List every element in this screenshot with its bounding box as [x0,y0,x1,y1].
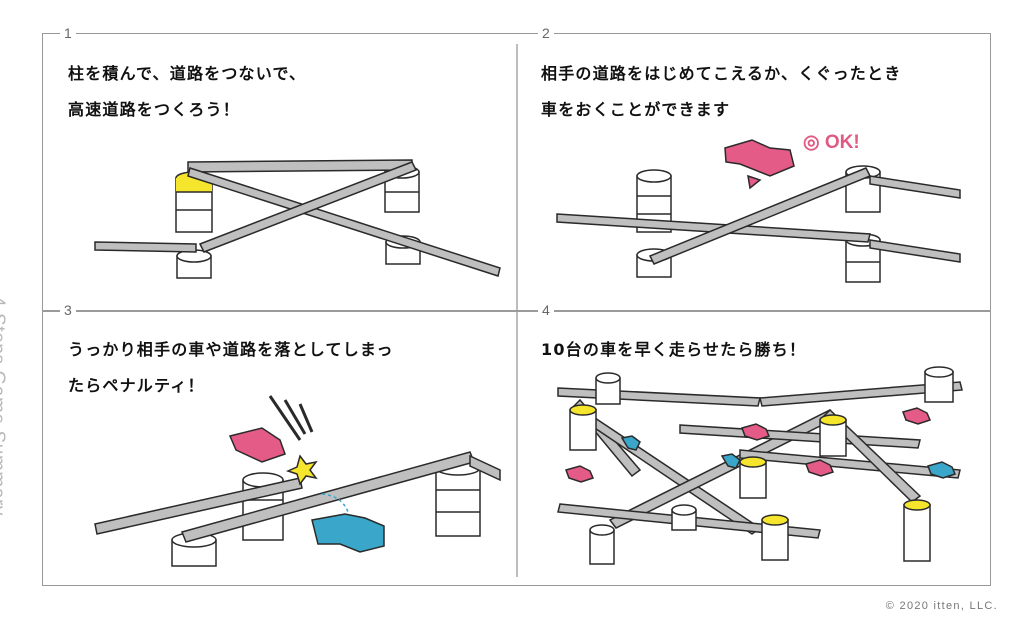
step-2-line-2: 車をおくことができます [541,100,731,119]
copyright: © 2020 itten, LLC. [885,600,998,612]
impact-star [285,454,318,486]
step-2-line-1: 相手の道路をはじめてこえるか、くぐったとき [541,64,902,83]
rail [94,159,501,277]
pillar [671,504,697,531]
pillar [903,499,931,562]
summary-frame [42,33,991,586]
pink-car [805,459,835,477]
pink-car [565,465,595,483]
blue-car [927,461,957,479]
blue-car [720,453,741,469]
pink-car [902,407,932,425]
horizontal-divider [42,310,991,312]
falling-blue-car [311,513,385,553]
pillar [595,372,621,405]
pillar [589,524,615,565]
pillar [924,366,954,403]
ok-label: ◎ OK! [803,132,860,153]
pillar [761,514,789,561]
blue-car [620,435,641,451]
step-3-line-2: たらペナルティ！ [68,376,205,395]
pillar [435,460,481,537]
step-4-line-1: 10台の車を早く走らせたら勝ち！ [541,340,807,359]
step-3-line-1: うっかり相手の車や道路を落としてしまっ [68,340,394,359]
pink-car [228,427,286,463]
step-2-number: 2 [538,26,554,40]
pink-car [741,423,771,441]
step-4-number: 4 [538,303,554,317]
step-3-number: 3 [60,303,76,317]
pillar [819,414,847,457]
pillar [739,456,767,499]
pillar [176,249,212,279]
step-1-number: 1 [60,26,76,40]
pillar [569,404,597,451]
pink-car [724,139,795,177]
step-1-line-2: 高速道路をつくろう！ [68,100,241,119]
step-1-line-1: 柱を積んで、道路をつないで、 [68,64,307,83]
